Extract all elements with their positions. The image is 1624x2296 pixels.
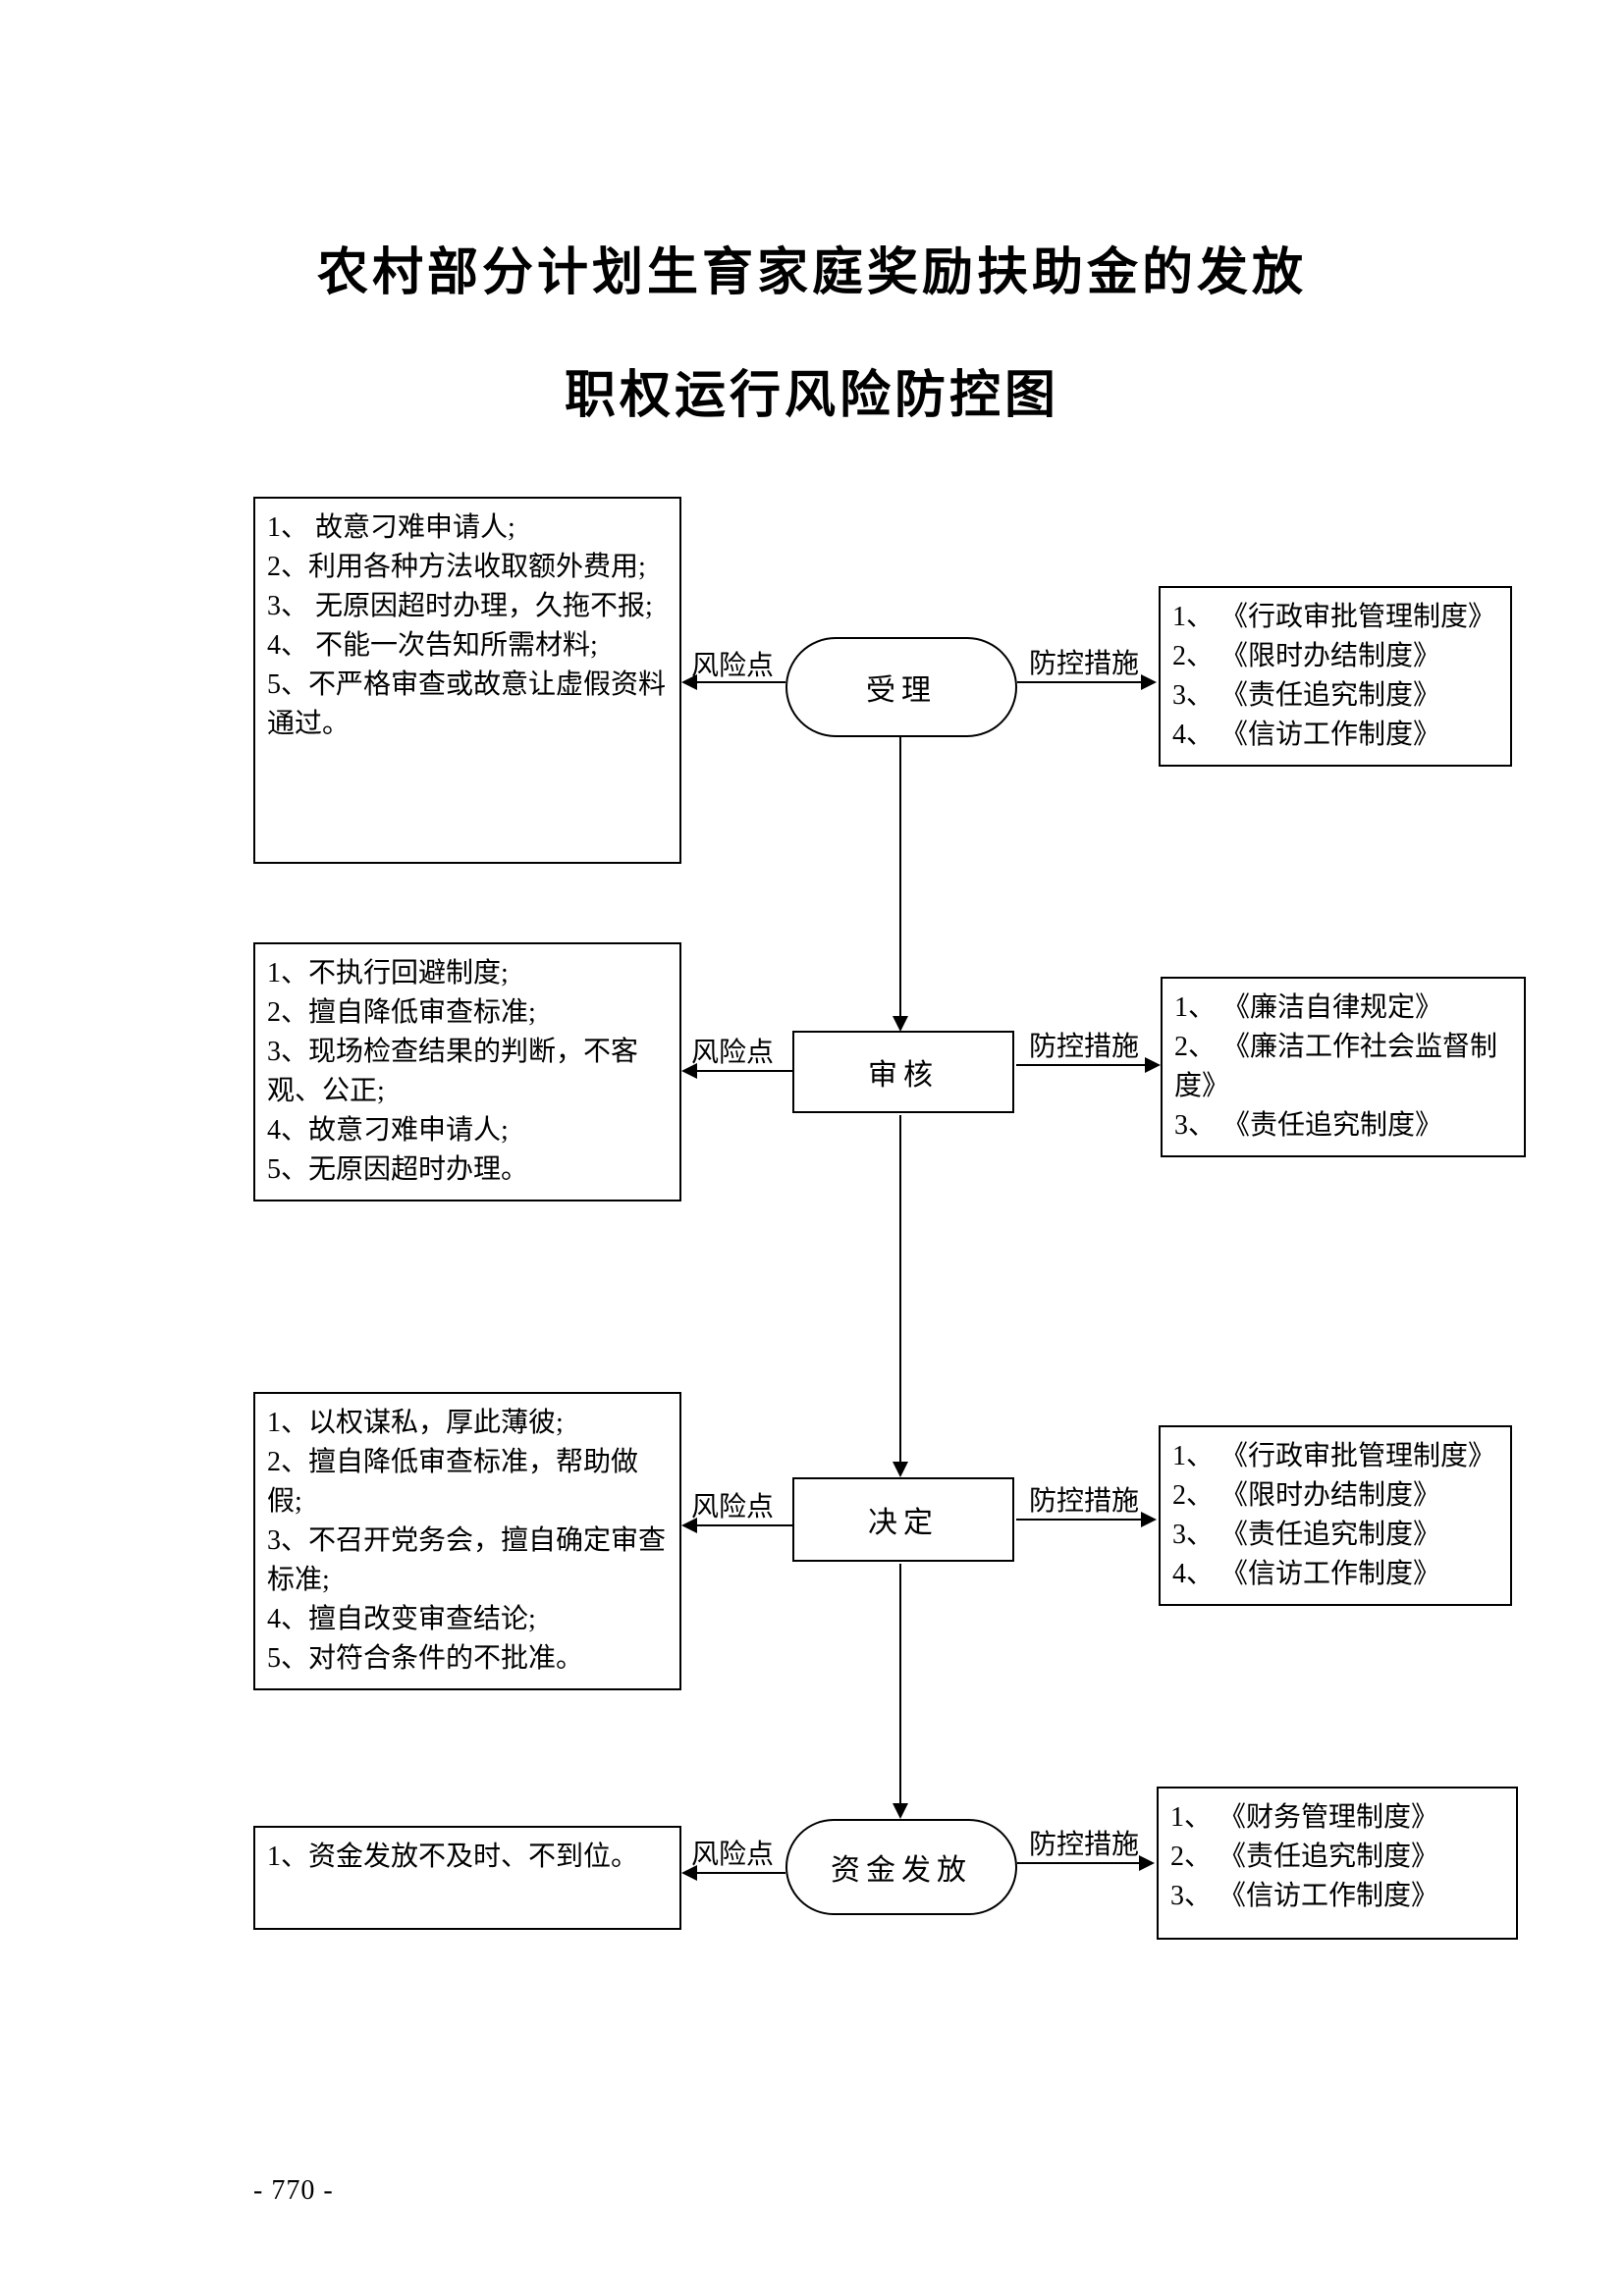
arrow-left-head	[681, 1865, 697, 1881]
measure-box-review: 1、 《廉洁自律规定》 2、 《廉洁工作社会监督制度》 3、 《责任追究制度》	[1161, 977, 1526, 1157]
risk-item: 5、对符合条件的不批准。	[267, 1643, 584, 1674]
arrow-right-head	[1141, 1512, 1157, 1527]
arrow-right-line	[1016, 1064, 1147, 1066]
risk-item: 1、不执行回避制度;	[267, 958, 509, 988]
risk-item: 2、擅自降低审查标准，帮助做假;	[267, 1447, 639, 1517]
flow-arrow-head	[893, 1016, 908, 1032]
risk-item: 2、擅自降低审查标准;	[267, 997, 536, 1028]
page-title-line2: 职权运行风险防控图	[564, 367, 1059, 424]
arrow-right-head	[1141, 674, 1157, 690]
risk-item: 1、以权谋私，厚此薄彼;	[267, 1408, 564, 1438]
risk-item: 5、无原因超时办理。	[267, 1154, 529, 1185]
risk-point-label: 风险点	[690, 1840, 774, 1870]
risk-box-decision: 1、以权谋私，厚此薄彼; 2、擅自降低审查标准，帮助做假; 3、不召开党务会，擅…	[253, 1392, 681, 1690]
arrow-right-line	[1016, 1519, 1143, 1521]
risk-item: 4、故意刁难申请人;	[267, 1115, 509, 1146]
arrow-right-head	[1145, 1057, 1161, 1073]
arrow-right-line	[1017, 681, 1143, 683]
risk-box-acceptance: 1、 故意刁难申请人; 2、利用各种方法收取额外费用; 3、 无原因超时办理，久…	[253, 497, 681, 864]
node-label: 决定	[868, 1507, 939, 1539]
measure-item: 2、 《限时办结制度》	[1172, 641, 1441, 671]
arrow-right-line	[1017, 1862, 1141, 1864]
measure-item: 4、 《信访工作制度》	[1172, 1559, 1441, 1589]
node-acceptance: 受理	[785, 637, 1017, 737]
control-measure-label: 防控措施	[1028, 1032, 1139, 1062]
measure-item: 3、 《责任追究制度》	[1174, 1110, 1443, 1141]
risk-point-label: 风险点	[690, 651, 774, 681]
page-title-line1: 农村部分计划生育家庭奖励扶助金的发放	[316, 244, 1307, 301]
risk-point-label: 风险点	[690, 1038, 774, 1068]
node-label: 资金发放	[831, 1854, 972, 1887]
measure-item: 1、 《财务管理制度》	[1170, 1802, 1439, 1833]
node-fund-distribution: 资金发放	[785, 1819, 1017, 1915]
arrow-left-line	[697, 681, 785, 683]
risk-box-review: 1、不执行回避制度; 2、擅自降低审查标准; 3、现场检查结果的判断，不客观、公…	[253, 942, 681, 1201]
node-decision: 决定	[792, 1477, 1014, 1562]
measure-item: 2、 《限时办结制度》	[1172, 1480, 1441, 1511]
risk-point-label: 风险点	[690, 1492, 774, 1522]
risk-box-fund-distribution: 1、资金发放不及时、不到位。	[253, 1826, 681, 1930]
flow-arrow-head	[893, 1803, 908, 1819]
page-number: - 770 -	[253, 2175, 334, 2206]
node-label: 受理	[866, 674, 937, 707]
risk-item: 3、 无原因超时办理，久拖不报;	[267, 591, 653, 621]
arrow-left-line	[697, 1872, 785, 1874]
measure-item: 4、 《信访工作制度》	[1172, 720, 1441, 750]
arrow-left-line	[697, 1524, 792, 1526]
arrow-right-head	[1139, 1855, 1155, 1871]
measure-item: 3、 《信访工作制度》	[1170, 1881, 1439, 1911]
control-measure-label: 防控措施	[1028, 1486, 1139, 1517]
control-measure-label: 防控措施	[1028, 1830, 1139, 1860]
measure-item: 1、 《行政审批管理制度》	[1172, 602, 1496, 632]
arrow-left-head	[681, 674, 697, 690]
risk-item: 1、 故意刁难申请人;	[267, 512, 515, 543]
flow-arrow-line	[899, 737, 901, 1017]
flow-arrow-line	[899, 1564, 901, 1803]
risk-item: 3、不召开党务会，擅自确定审查标准;	[267, 1525, 667, 1595]
risk-item: 4、 不能一次告知所需材料;	[267, 630, 598, 661]
risk-item: 2、利用各种方法收取额外费用;	[267, 552, 646, 582]
measure-item: 3、 《责任追究制度》	[1172, 680, 1441, 711]
measure-box-fund-distribution: 1、 《财务管理制度》 2、 《责任追究制度》 3、 《信访工作制度》	[1157, 1787, 1518, 1940]
risk-item: 3、现场检查结果的判断，不客观、公正;	[267, 1037, 639, 1106]
flow-arrow-line	[899, 1115, 901, 1462]
node-label: 审核	[868, 1059, 939, 1092]
flow-arrow-head	[893, 1462, 908, 1477]
measure-item: 2、 《廉洁工作社会监督制度》	[1174, 1032, 1498, 1101]
measure-item: 3、 《责任追究制度》	[1172, 1520, 1441, 1550]
measure-item: 2、 《责任追究制度》	[1170, 1842, 1439, 1872]
measure-item: 1、 《行政审批管理制度》	[1172, 1441, 1496, 1471]
risk-item: 4、擅自改变审查结论;	[267, 1604, 536, 1634]
arrow-left-head	[681, 1518, 697, 1533]
risk-item: 1、资金发放不及时、不到位。	[267, 1842, 639, 1872]
arrow-left-line	[697, 1070, 792, 1072]
measure-box-acceptance: 1、 《行政审批管理制度》 2、 《限时办结制度》 3、 《责任追究制度》 4、…	[1159, 586, 1512, 767]
risk-item: 5、不严格审查或故意让虚假资料通过。	[267, 669, 667, 739]
measure-item: 1、 《廉洁自律规定》	[1174, 992, 1443, 1023]
node-review: 审核	[792, 1031, 1014, 1113]
measure-box-decision: 1、 《行政审批管理制度》 2、 《限时办结制度》 3、 《责任追究制度》 4、…	[1159, 1425, 1512, 1606]
arrow-left-head	[681, 1063, 697, 1079]
control-measure-label: 防控措施	[1028, 649, 1139, 679]
